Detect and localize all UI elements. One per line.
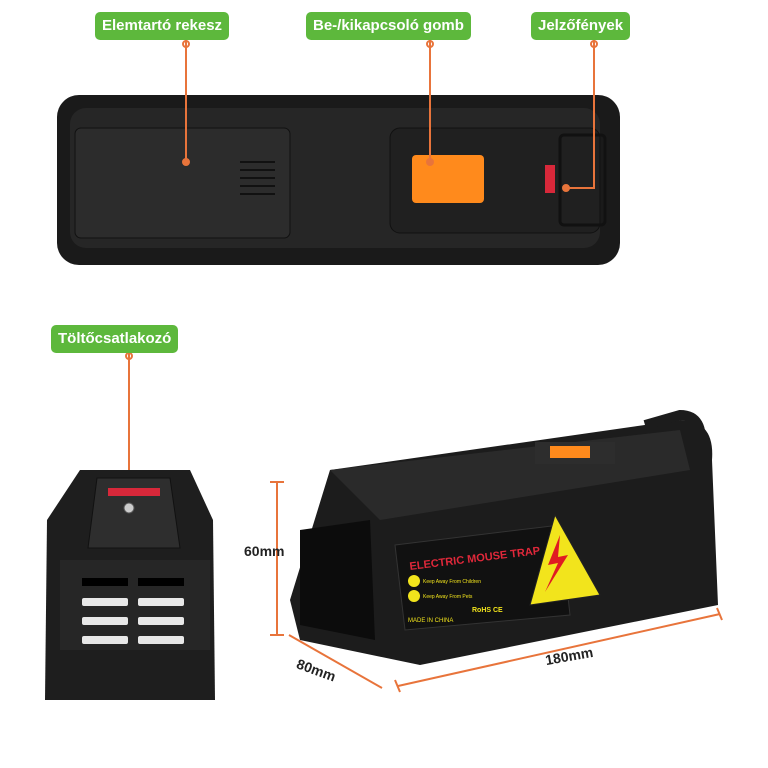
perspective-power-switch: [550, 446, 590, 458]
label-warning-pets: Keep Away From Pets: [423, 594, 473, 600]
callout-battery-compartment: Elemtartó rekesz: [95, 12, 230, 40]
callout-power-switch: Be-/kikapcsoló gomb: [306, 12, 471, 40]
dimension-height: 60mm: [244, 543, 285, 559]
device-top-view: [57, 95, 620, 265]
entrance-slots: [82, 598, 184, 644]
power-switch: [412, 155, 484, 203]
label-warning-children: Keep Away From Children: [423, 579, 481, 585]
no-children-icon: [408, 575, 420, 587]
device-front-view: [45, 470, 215, 700]
callout-indicator-lights: Jelzőfények: [531, 12, 631, 40]
front-indicator-lights: [108, 488, 160, 496]
product-sticker: [394, 524, 571, 631]
battery-compartment: [74, 127, 291, 239]
device-perspective-view: ELECTRIC MOUSE TRAP Keep Away From Child…: [290, 409, 718, 665]
handle: [558, 133, 607, 227]
warning-triangle-icon: [529, 513, 601, 606]
indicator-lights: [545, 165, 555, 193]
label-certifications: RoHS CE: [472, 607, 503, 614]
label-origin: MADE IN CHINA: [408, 618, 453, 624]
trap-entrance: [300, 520, 375, 640]
charging-port: [123, 502, 135, 514]
battery-cover-grip: [240, 161, 275, 195]
dimension-lines: [270, 481, 723, 693]
callout-charging-port: Töltőcsatlakozó: [51, 325, 179, 353]
lightning-bolt-icon: [545, 535, 568, 592]
no-pets-icon: [408, 590, 420, 602]
